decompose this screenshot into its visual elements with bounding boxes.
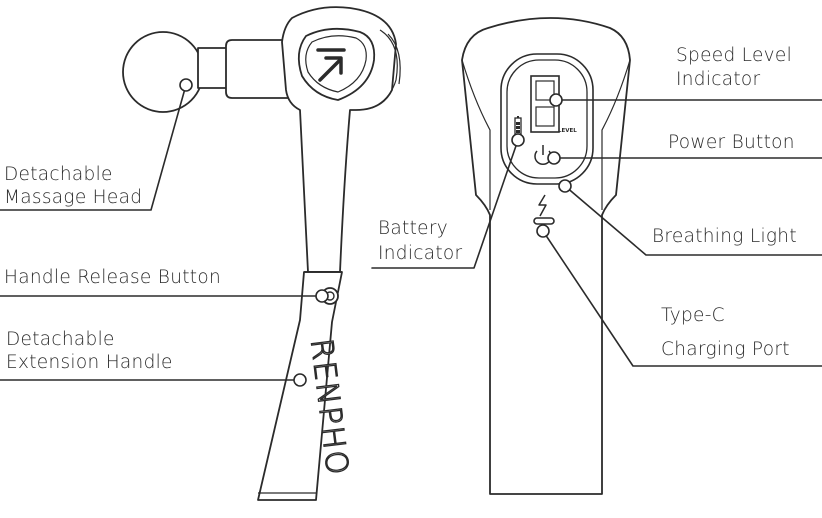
callout-breathing	[564, 185, 822, 256]
seven-segment-digit-icon	[530, 75, 560, 133]
callout-dot-handle-release	[315, 289, 329, 303]
callout-dot-extension	[293, 373, 307, 387]
label-speed-line1: Speed Level	[676, 45, 793, 66]
callout-dot-battery	[511, 133, 525, 147]
type-c-port-icon	[533, 217, 555, 225]
massage-head	[122, 31, 204, 113]
callout-typec	[542, 230, 822, 367]
callout-dot-massage-head	[179, 78, 193, 92]
label-extension-line2: Extension Handle	[6, 352, 173, 373]
label-power-button: Power Button	[668, 132, 795, 153]
label-typec-line2: Charging Port	[661, 339, 790, 360]
massage-gun-rear-view: LEVEL	[461, 17, 631, 495]
callout-massage-head	[0, 84, 187, 211]
callout-dot-power	[547, 151, 561, 165]
motor-housing	[225, 39, 293, 99]
label-massage-head-line2: Massage Head	[4, 187, 143, 208]
right-shoulder	[601, 59, 631, 210]
logo-badge-inner	[305, 35, 367, 93]
callout-battery	[371, 139, 519, 269]
callouts	[0, 78, 822, 387]
label-battery-line1: Battery	[378, 218, 448, 239]
callout-dot-typec	[536, 224, 550, 238]
callout-dot-speed	[549, 93, 563, 107]
level-text: LEVEL	[558, 128, 577, 134]
label-massage-head-line1: Detachable	[4, 164, 113, 185]
callout-dot-breathing	[558, 179, 572, 193]
label-breathing-light: Breathing Light	[652, 226, 797, 247]
battery-icon	[514, 116, 522, 135]
label-speed-line2: Indicator	[676, 69, 761, 90]
rear-ridge-2	[387, 33, 401, 85]
label-extension-line1: Detachable	[6, 329, 115, 350]
label-typec-line1: Type-C	[661, 305, 725, 326]
label-handle-release: Handle Release Button	[4, 267, 221, 288]
renpho-logo-icon	[316, 48, 346, 82]
massage-gun-side-view: RENPHO	[122, 6, 401, 501]
left-shoulder	[461, 59, 491, 210]
lightning-icon	[538, 194, 547, 217]
label-battery-line2: Indicator	[378, 243, 463, 264]
rear-ridge	[371, 29, 398, 109]
